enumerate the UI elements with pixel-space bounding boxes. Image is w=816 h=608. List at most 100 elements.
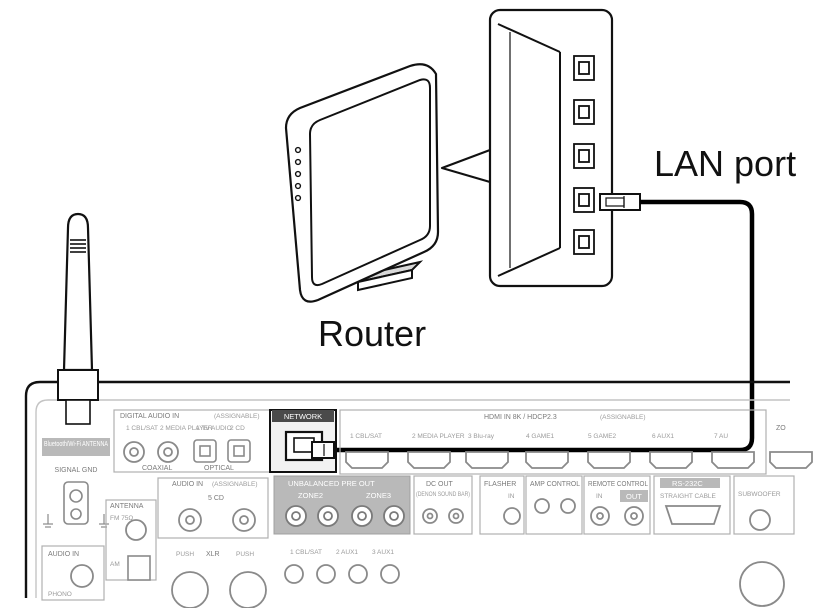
hdmi-jack [649, 451, 693, 469]
remote-out-label: OUT [626, 492, 642, 501]
xlr-jack [171, 571, 209, 608]
optical-label: OPTICAL [204, 465, 234, 472]
hdmi-in-section [339, 409, 767, 475]
lan-plug-receiver [311, 441, 335, 459]
fm-label: FM 75Ω [110, 515, 133, 522]
router-lan-port [573, 99, 595, 125]
zone3-label: ZONE3 [366, 491, 391, 500]
balanced-input-label: 2 AUX1 [336, 549, 358, 556]
router-face [308, 78, 431, 287]
hdmi-jack [769, 451, 813, 469]
router-stand-front [357, 268, 413, 292]
digital-audio-in-note: (ASSIGNABLE) [214, 413, 260, 420]
router-lan-port-connected [573, 187, 595, 213]
router-status-leds [294, 146, 302, 202]
balanced-input-label: 1 CBL/SAT [290, 549, 322, 556]
remote-out-box [620, 490, 648, 502]
unbalanced-pre-out-label: UNBALANCED PRE OUT [288, 479, 375, 488]
network-label-box [272, 410, 334, 422]
router-led [294, 170, 302, 178]
network-label: NETWORK [284, 412, 322, 421]
push-label: PUSH [176, 551, 194, 558]
audio-in-bottom-section [41, 545, 105, 601]
amp-control-label: AMP CONTROL [530, 481, 580, 488]
audio-in-label: AUDIO IN [172, 481, 203, 488]
router-led [294, 146, 302, 154]
remote-control-jacks [590, 506, 644, 526]
am-label: AM [110, 561, 120, 568]
optical-input-label: 1 TV AUDIO [196, 425, 232, 432]
rs232c-section [653, 475, 731, 535]
av-receiver-back-panel: Bluetooth/Wi-Fi ANTENNA SIGNAL GND DIGIT… [24, 212, 813, 608]
flasher-section [479, 475, 525, 535]
remote-control-section [583, 475, 651, 535]
coaxial-label: COAXIAL [142, 465, 172, 472]
flasher-label: FLASHER [484, 481, 516, 488]
router-lan-port [573, 143, 595, 169]
hdmi-in-label: HDMI IN 8K / HDCP2.3 [484, 414, 557, 421]
subwoofer-label: SUBWOOFER [738, 491, 781, 498]
balanced-rca-jacks [284, 564, 400, 584]
pre-out-jacks [285, 505, 405, 527]
signal-gnd-label: SIGNAL GND [55, 467, 98, 474]
straight-cable-label: STRAIGHT CABLE [660, 493, 717, 500]
cd-label: 5 CD [208, 495, 224, 502]
hdmi-jacks [345, 451, 813, 469]
audio-in-bottom-label: AUDIO IN [48, 551, 79, 558]
panel-outline [24, 380, 790, 598]
zone-label: ZO [776, 425, 786, 432]
hdmi-in-note: (ASSIGNABLE) [600, 414, 646, 421]
router-illustration [284, 63, 440, 303]
hdmi-input-label: 3 Blu-ray [468, 433, 495, 440]
signal-gnd-terminal [63, 481, 89, 525]
flasher-in-label: IN [508, 493, 515, 500]
amp-control-jacks [534, 498, 576, 514]
xlr-jack [229, 571, 267, 608]
amp-control-section [525, 475, 583, 535]
subwoofer-jack [749, 509, 771, 531]
zoom-edge-top [497, 23, 561, 53]
hdmi-jack [587, 451, 631, 469]
hdmi-input-labels: 1 CBL/SAT 2 MEDIA PLAYER 3 Blu-ray 4 GAM… [350, 433, 728, 440]
dc-out-jacks [422, 508, 464, 524]
rs232c-label-box [660, 478, 720, 488]
hdmi-input-label: 5 GAME2 [588, 433, 617, 440]
router-lan-port [573, 229, 595, 255]
phono-jack [70, 564, 94, 588]
hdmi-input-label: 6 AUX1 [652, 433, 674, 440]
hdmi-input-label: 4 GAME1 [526, 433, 555, 440]
router-lan-ports [573, 55, 595, 255]
hdmi-jack [345, 451, 389, 469]
hdmi-jack [711, 451, 755, 469]
remote-control-label: REMOTE CONTROL [588, 481, 648, 488]
dc-out-section [413, 475, 473, 535]
zoom-edge-bottom [497, 247, 561, 277]
radio-antenna-label: ANTENNA [110, 503, 144, 510]
push-label: PUSH [236, 551, 254, 558]
am-terminal [127, 555, 151, 581]
panel-ground-symbol [43, 514, 109, 528]
router-led [294, 158, 302, 166]
antenna-label: Bluetooth/Wi-Fi ANTENNA [44, 439, 108, 448]
optical-input-label: 2 CD [230, 425, 245, 432]
remote-in-label: IN [596, 493, 603, 500]
router-lan-port [573, 55, 595, 81]
hdmi-input-label: 1 CBL/SAT [350, 433, 382, 440]
phono-label: PHONO [48, 591, 72, 598]
lan-plug [599, 193, 641, 211]
router-led [294, 194, 302, 202]
hdmi-jack [525, 451, 569, 469]
wifi-antenna [57, 212, 99, 425]
xlr-label: XLR [206, 551, 220, 558]
flasher-jack [503, 507, 521, 525]
router-port-zoom [440, 8, 641, 288]
dc-out-note: (DENON SOUND BAR) [416, 491, 470, 498]
coax-input-label: 1 CBL/SAT [126, 425, 158, 432]
hdmi-input-label: 7 AU [714, 433, 728, 440]
hdmi-input-label: 2 MEDIA PLAYER [412, 433, 465, 440]
rca-jacks-cd [178, 508, 256, 532]
lan-port-label: LAN port [654, 143, 797, 184]
optical-jacks [193, 439, 251, 463]
panel-inner-outline [35, 399, 790, 598]
